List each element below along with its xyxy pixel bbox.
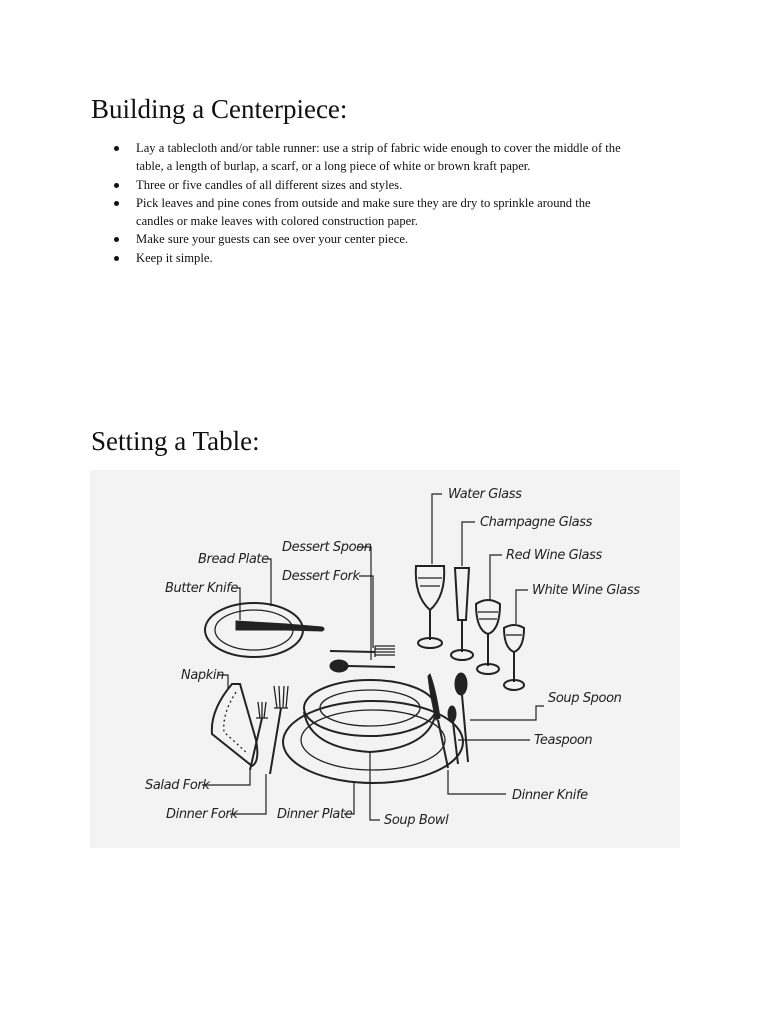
label-dessert-spoon: Dessert Spoon [282, 540, 372, 555]
bullet-icon [114, 183, 119, 188]
label-water-glass: Water Glass [448, 487, 522, 502]
centerpiece-heading: Building a Centerpiece: [91, 93, 347, 125]
dinner-fork-drawing [270, 686, 288, 774]
white-wine-glass-drawing [504, 625, 524, 690]
bullet-icon [114, 237, 119, 242]
label-teaspoon: Teaspoon [534, 733, 592, 748]
label-white-wine-glass: White Wine Glass [532, 583, 640, 598]
table-setting-heading: Setting a Table: [91, 425, 260, 457]
label-champagne-glass: Champagne Glass [480, 515, 593, 530]
label-salad-fork: Salad Fork [145, 778, 210, 793]
list-item-text: Three or five candles of all different s… [136, 178, 402, 192]
list-item: Lay a tablecloth and/or table runner: us… [110, 139, 685, 176]
label-napkin: Napkin [181, 668, 224, 683]
label-soup-spoon: Soup Spoon [548, 691, 622, 706]
list-item-text: candles or make leaves with colored cons… [136, 214, 418, 228]
list-item: Three or five candles of all different s… [110, 176, 685, 194]
napkin-drawing [212, 684, 257, 766]
list-item-text: table, a length of burlap, a scarf, or a… [136, 159, 530, 173]
bullet-icon [114, 146, 119, 151]
label-dinner-plate: Dinner Plate [277, 807, 353, 822]
label-dinner-fork: Dinner Fork [166, 807, 238, 822]
list-item-text: Keep it simple. [136, 251, 213, 265]
list-item-text: Lay a tablecloth and/or table runner: us… [136, 141, 621, 155]
label-butter-knife: Butter Knife [165, 581, 238, 596]
label-bread-plate: Bread Plate [198, 552, 269, 567]
label-dinner-knife: Dinner Knife [512, 788, 588, 803]
list-item-text: Pick leaves and pine cones from outside … [136, 196, 591, 210]
dessert-spoon-drawing [330, 660, 395, 672]
list-item: Pick leaves and pine cones from outside … [110, 194, 685, 231]
list-item: Keep it simple. [110, 249, 685, 267]
list-item-text: Make sure your guests can see over your … [136, 232, 408, 246]
bullet-icon [114, 256, 119, 261]
table-setting-illustration: Water Glass Champagne Glass Red Wine Gla… [90, 470, 680, 848]
label-soup-bowl: Soup Bowl [384, 813, 449, 828]
bullet-icon [114, 201, 119, 206]
champagne-glass-drawing [451, 568, 473, 660]
label-dessert-fork: Dessert Fork [282, 569, 361, 584]
dessert-fork-drawing [330, 646, 395, 657]
salad-fork-drawing [250, 702, 268, 770]
centerpiece-list: Lay a tablecloth and/or table runner: us… [110, 139, 685, 267]
table-setting-svg: Water Glass Champagne Glass Red Wine Gla… [90, 470, 680, 848]
teaspoon-drawing [448, 706, 458, 764]
butter-knife-drawing [236, 621, 324, 631]
water-glass-drawing [416, 566, 444, 648]
list-item: Make sure your guests can see over your … [110, 230, 685, 248]
label-red-wine-glass: Red Wine Glass [506, 548, 602, 563]
red-wine-glass-drawing [476, 600, 500, 674]
